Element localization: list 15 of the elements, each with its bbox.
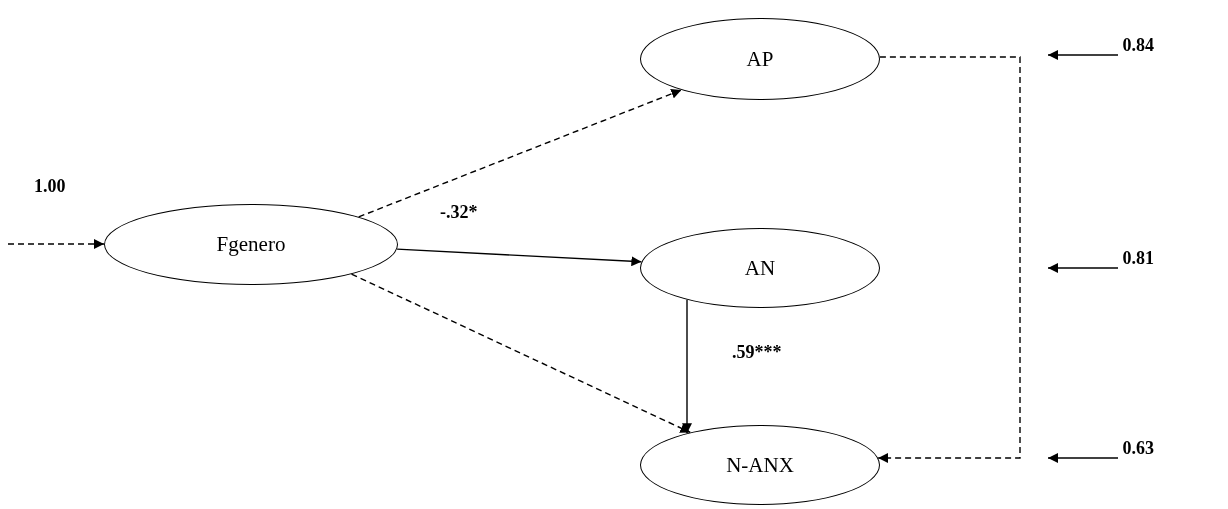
variable-name: Fgenero: [216, 232, 286, 257]
arrow: [358, 89, 682, 218]
variable-name: N-ANX: [726, 452, 794, 478]
arrow: [682, 299, 692, 434]
arrow: [7, 239, 105, 249]
arrow: [1047, 50, 1119, 60]
variable-name: AP: [746, 46, 774, 72]
arrow: [1047, 453, 1119, 463]
variable-name: AN: [744, 255, 776, 281]
residual-value: 0.84: [1118, 34, 1154, 56]
residual-value: 0.81: [1118, 247, 1154, 269]
arrow: [877, 56, 1021, 463]
residual-value: 0.63: [1118, 437, 1154, 459]
arrow: [1047, 263, 1119, 273]
arrow: [350, 273, 691, 434]
